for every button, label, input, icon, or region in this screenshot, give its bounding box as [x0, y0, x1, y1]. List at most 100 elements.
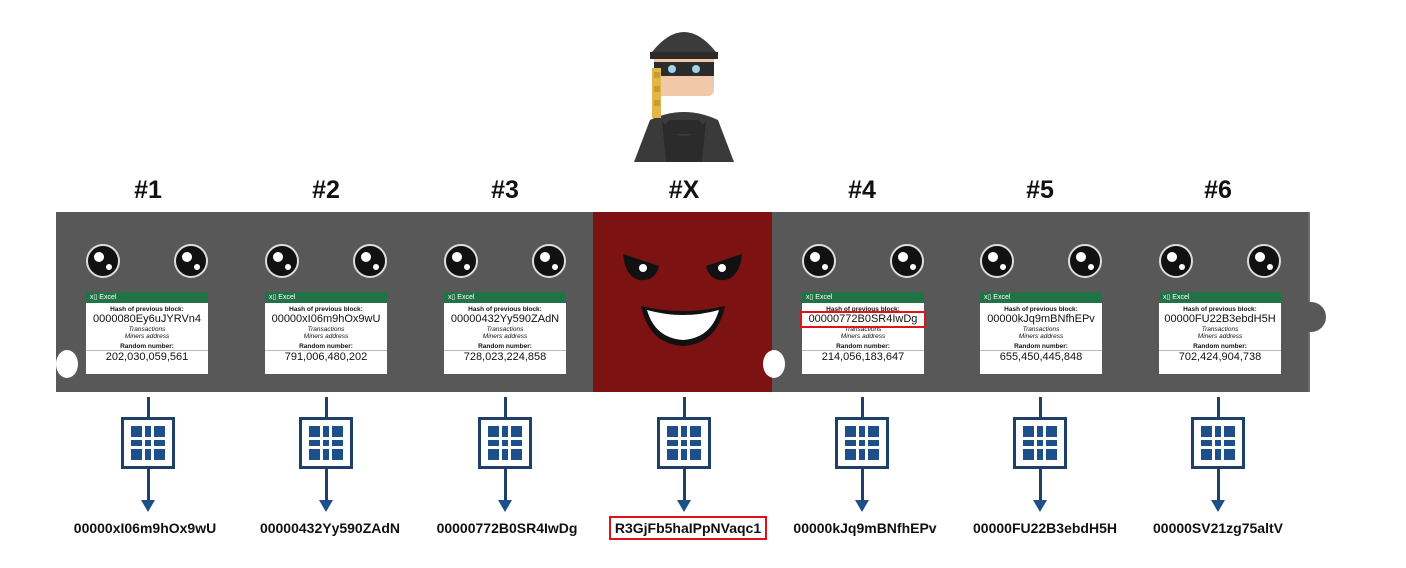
transactions-label: Transactions: [307, 326, 345, 333]
eye-icon: [265, 244, 299, 278]
random-label: Random number:: [299, 343, 353, 350]
arrow-down-icon: [855, 500, 869, 512]
eye-icon: [444, 244, 478, 278]
miners-label: Miners address: [1197, 333, 1243, 340]
arrow-line: [147, 469, 150, 503]
eye-icon: [1159, 244, 1193, 278]
block-3: x▯ Excel Hash of previous block: 0000043…: [414, 212, 595, 392]
prev-hash-value: 00000FU22B3ebdH5H: [1164, 313, 1276, 325]
excel-header: x▯ Excel: [444, 292, 566, 303]
transactions-label: Transactions: [128, 326, 166, 333]
block-1: x▯ Excel Hash of previous block: 0000080…: [56, 212, 237, 392]
excel-header: x▯ Excel: [265, 292, 387, 303]
prev-hash-value: 00000432Yy590ZAdN: [450, 313, 560, 325]
random-value: 655,450,445,848: [980, 350, 1102, 364]
miners-label: Miners address: [840, 333, 886, 340]
arrow-line: [861, 469, 864, 503]
transactions-label: Transactions: [486, 326, 524, 333]
output-hash-malicious: R3GjFb5haIPpNVaqc1: [600, 516, 776, 540]
excel-sheet: x▯ Excel Hash of previous block: 0000043…: [444, 292, 566, 374]
eye-icon: [1068, 244, 1102, 278]
block-title: #3: [491, 176, 519, 204]
prev-hash-label: Hash of previous block:: [1183, 306, 1257, 313]
output-hash: 00000772B0SR4IwDg: [436, 520, 578, 536]
prev-hash-label: Hash of previous block:: [289, 306, 363, 313]
arrow-down-icon: [677, 500, 691, 512]
arrow-line: [1039, 469, 1042, 503]
random-value: 702,424,904,738: [1159, 350, 1281, 364]
prev-hash-value: 00000kJq9mBNfhEPv: [987, 313, 1095, 325]
puzzle-notch: [56, 350, 78, 378]
random-label: Random number:: [1193, 343, 1247, 350]
block-title: #5: [1026, 176, 1054, 204]
eye-icon: [802, 244, 836, 278]
random-value: 728,023,224,858: [444, 350, 566, 364]
connector-line: [147, 397, 150, 417]
transactions-label: Transactions: [844, 326, 882, 333]
eye-icon: [1247, 244, 1281, 278]
block-title: #2: [312, 176, 340, 204]
arrow-down-icon: [141, 500, 155, 512]
eye-icon: [980, 244, 1014, 278]
transactions-label: Transactions: [1201, 326, 1239, 333]
random-value: 791,006,480,202: [265, 350, 387, 364]
excel-header: x▯ Excel: [86, 292, 208, 303]
excel-sheet: x▯ Excel Hash of previous block: 0000077…: [800, 292, 926, 374]
puzzle-knob: [1296, 302, 1326, 332]
hash-icon: [1191, 417, 1245, 469]
arrow-line: [1217, 469, 1220, 503]
prev-hash-label: Hash of previous block:: [1004, 306, 1078, 313]
arrow-down-icon: [1033, 500, 1047, 512]
prev-hash-label: Hash of previous block:: [826, 306, 900, 313]
hash-icon: [1013, 417, 1067, 469]
random-label: Random number:: [836, 343, 890, 350]
arrow-line: [504, 469, 507, 503]
arrow-down-icon: [498, 500, 512, 512]
prev-hash-label: Hash of previous block:: [468, 306, 542, 313]
random-value: 202,030,059,561: [86, 350, 208, 364]
arrow-line: [683, 469, 686, 503]
evil-face-icon: [623, 254, 742, 346]
excel-header: x▯ Excel: [980, 292, 1102, 303]
hash-icon: [299, 417, 353, 469]
excel-sheet: x▯ Excel Hash of previous block: 0000080…: [86, 292, 208, 374]
block-title: #6: [1204, 176, 1232, 204]
eye-icon: [174, 244, 208, 278]
hash-icon: [478, 417, 532, 469]
transactions-label: Transactions: [1022, 326, 1060, 333]
connector-line: [1039, 397, 1042, 417]
block-title: #1: [134, 176, 162, 204]
block-malicious: [593, 212, 774, 392]
hash-icon: [657, 417, 711, 469]
eye-icon: [532, 244, 566, 278]
miners-label: Miners address: [303, 333, 349, 340]
arrow-down-icon: [1211, 500, 1225, 512]
excel-header: x▯ Excel: [1159, 292, 1281, 303]
eye-icon: [86, 244, 120, 278]
output-hash: 00000kJq9mBNfhEPv: [793, 520, 937, 536]
prev-hash-value: 00000772B0SR4IwDg: [800, 311, 926, 328]
output-hash: 00000xI06m9hOx9wU: [73, 520, 217, 536]
arrow-down-icon: [319, 500, 333, 512]
prev-hash-label: Hash of previous block:: [110, 306, 184, 313]
prev-hash-value: 00000xI06m9hOx9wU: [271, 313, 381, 325]
arrow-line: [325, 469, 328, 503]
block-4: x▯ Excel Hash of previous block: 0000077…: [772, 212, 953, 392]
miners-label: Miners address: [124, 333, 170, 340]
connector-line: [861, 397, 864, 417]
excel-header: x▯ Excel: [802, 292, 924, 303]
block-title: #4: [848, 176, 876, 204]
connector-line: [683, 397, 686, 417]
eye-icon: [890, 244, 924, 278]
block-6: x▯ Excel Hash of previous block: 00000FU…: [1129, 212, 1326, 392]
random-value: 214,056,183,647: [802, 350, 924, 364]
puzzle-notch: [763, 350, 785, 378]
connector-line: [504, 397, 507, 417]
block-title: #X: [668, 176, 700, 204]
hash-icon: [835, 417, 889, 469]
output-hash: 00000432Yy590ZAdN: [259, 520, 401, 536]
miners-label: Miners address: [1018, 333, 1064, 340]
hash-icon: [121, 417, 175, 469]
prev-hash-value: 0000080Ey6uJYRVn4: [92, 313, 202, 325]
excel-sheet: x▯ Excel Hash of previous block: 00000kJ…: [980, 292, 1102, 374]
